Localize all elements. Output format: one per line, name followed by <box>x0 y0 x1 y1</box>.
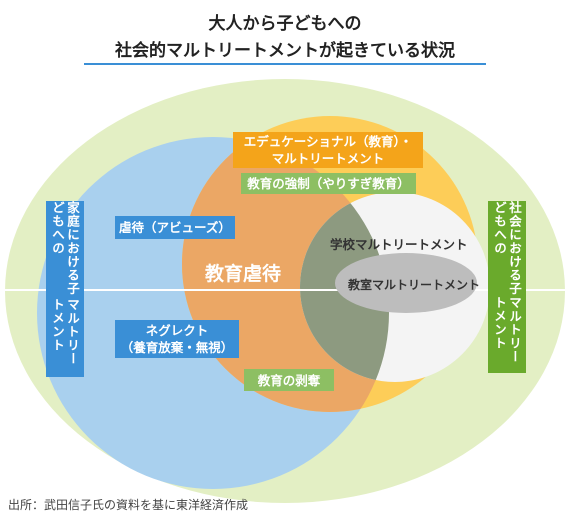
educational-abuse-label: 教育虐待 <box>205 263 282 285</box>
deprivation-label: 教育の剥奪 <box>244 369 334 391</box>
source-credit: 出所：武田信子氏の資料を基に東洋経済作成 <box>8 498 249 512</box>
abuse-text: 虐待（アビューズ） <box>119 220 231 235</box>
neglect-label: ネグレクト （養育放棄・無視） <box>115 320 239 358</box>
forced-education-text: 教育の強制（やりすぎ教育） <box>247 176 410 191</box>
forced-education-label: 教育の強制（やりすぎ教育） <box>241 173 416 194</box>
title-line-1: 大人から子どもへの <box>208 14 362 34</box>
educational-maltreatment-label: エデュケーショナル（教育）・ マルトリートメント <box>233 132 423 168</box>
title-line-2: 社会的マルトリートメントが起きている状況 <box>115 41 455 61</box>
educational-label-line-1: エデュケーショナル（教育）・ <box>243 134 413 149</box>
title-underline <box>84 63 486 65</box>
family-maltreatment-label: 家庭における子どもへの マルトリートメント <box>46 201 84 377</box>
neglect-label-line-2: （養育放棄・無視） <box>120 340 234 355</box>
abuse-label: 虐待（アビューズ） <box>115 216 235 239</box>
family-label-line-1: 家庭における子どもへの <box>50 201 80 296</box>
society-label-line-2: マルトリートメント <box>492 295 522 364</box>
educational-label-line-2: マルトリートメント <box>271 151 385 166</box>
society-label-line-1: 社会における子どもへの <box>492 201 522 296</box>
family-label-line-2: マルトリートメント <box>50 297 80 366</box>
classroom-ellipse <box>335 253 477 313</box>
society-maltreatment-label: 社会における子どもへの マルトリートメント <box>488 201 526 373</box>
classroom-maltreatment-label: 教室マルトリートメント <box>348 278 481 292</box>
school-maltreatment-label: 学校マルトリートメント <box>330 237 468 252</box>
neglect-label-line-1: ネグレクト <box>145 323 209 338</box>
deprivation-text: 教育の剥奪 <box>257 372 321 388</box>
